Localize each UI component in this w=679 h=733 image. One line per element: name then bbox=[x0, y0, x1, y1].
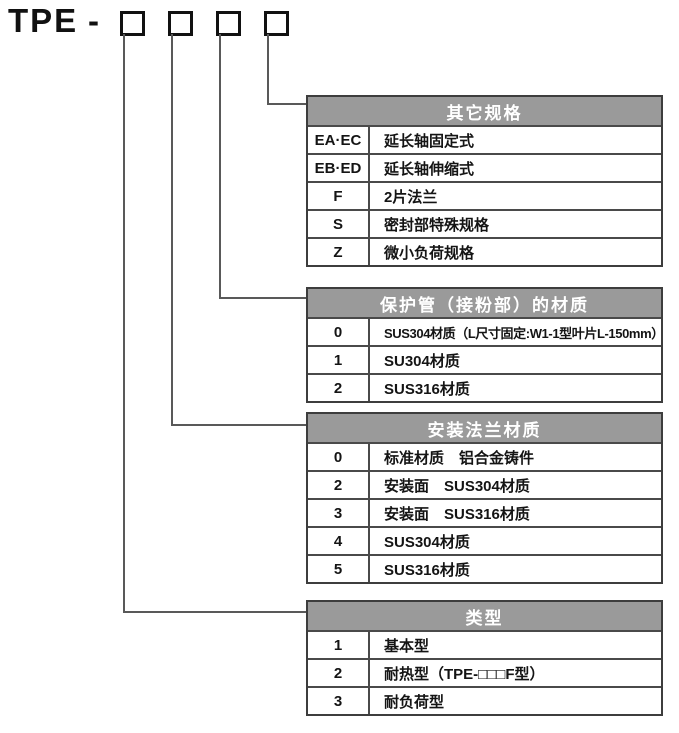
code-cell: EB·ED bbox=[308, 155, 370, 181]
code-cell: 2 bbox=[308, 472, 370, 498]
model-digit-box-3 bbox=[216, 11, 241, 36]
code-cell: 1 bbox=[308, 632, 370, 658]
connector-line-digit3-horizontal bbox=[219, 297, 306, 299]
code-cell: F bbox=[308, 183, 370, 209]
table-row: 3 耐负荷型 bbox=[308, 686, 661, 714]
table-row: S 密封部特殊规格 bbox=[308, 209, 661, 237]
description-cell: SUS304材质（L尺寸固定:W1-1型叶片L-150mm） bbox=[384, 325, 661, 341]
description-cell: SUS316材质 bbox=[384, 561, 470, 579]
table-row: 2 耐热型（TPE-□□□F型） bbox=[308, 658, 661, 686]
table-header: 安装法兰材质 bbox=[308, 414, 661, 442]
table-body: 1 基本型 2 耐热型（TPE-□□□F型） 3 耐负荷型 bbox=[308, 630, 661, 714]
table-row: 0 标准材质 铝合金铸件 bbox=[308, 442, 661, 470]
code-cell: EA·EC bbox=[308, 127, 370, 153]
table-row: 2 安装面 SUS304材质 bbox=[308, 470, 661, 498]
code-cell: 0 bbox=[308, 444, 370, 470]
code-cell: 3 bbox=[308, 688, 370, 714]
table-type: 类型 1 基本型 2 耐热型（TPE-□□□F型） 3 耐负荷型 bbox=[306, 600, 663, 716]
connector-line-digit1-horizontal bbox=[123, 611, 306, 613]
code-cell: Z bbox=[308, 239, 370, 265]
connector-line-digit2-horizontal bbox=[171, 424, 306, 426]
model-digit-box-4 bbox=[264, 11, 289, 36]
table-protection-tube-material: 保护管（接粉部）的材质 0 SUS304材质（L尺寸固定:W1-1型叶片L-150… bbox=[306, 287, 663, 403]
connector-line-digit1-vertical bbox=[123, 34, 125, 613]
table-row: F 2片法兰 bbox=[308, 181, 661, 209]
description-cell: 基本型 bbox=[384, 637, 430, 655]
table-row: 2 SUS316材质 bbox=[308, 373, 661, 401]
description-cell: 2片法兰 bbox=[384, 188, 438, 206]
table-row: 4 SUS304材质 bbox=[308, 526, 661, 554]
code-cell: 5 bbox=[308, 556, 370, 582]
model-digit-box-2 bbox=[168, 11, 193, 36]
code-cell: S bbox=[308, 211, 370, 237]
model-digit-box-1 bbox=[120, 11, 145, 36]
connector-line-digit2-vertical bbox=[171, 34, 173, 426]
code-cell: 0 bbox=[308, 319, 370, 345]
description-cell: 安装面 SUS304材质 bbox=[384, 477, 530, 495]
model-separator: - bbox=[88, 2, 99, 39]
description-cell: SUS316材质 bbox=[384, 380, 470, 398]
table-row: 0 SUS304材质（L尺寸固定:W1-1型叶片L-150mm） bbox=[308, 317, 661, 345]
table-row: Z 微小负荷规格 bbox=[308, 237, 661, 265]
table-body: EA·EC 延长轴固定式 EB·ED 延长轴伸缩式 F 2片法兰 S 密封部特殊规格 Z 微小负荷… bbox=[308, 125, 661, 265]
description-cell: 标准材质 铝合金铸件 bbox=[384, 449, 535, 467]
table-body: 0 SUS304材质（L尺寸固定:W1-1型叶片L-150mm） 1 SU304材质 2… bbox=[308, 317, 661, 401]
table-other-specs: 其它规格 EA·EC 延长轴固定式 EB·ED 延长轴伸缩式 F 2片法兰 S 密封部特殊规格… bbox=[306, 95, 663, 267]
table-header: 保护管（接粉部）的材质 bbox=[308, 289, 661, 317]
description-cell: 耐负荷型 bbox=[384, 693, 445, 711]
description-cell: 延长轴固定式 bbox=[384, 132, 475, 150]
model-prefix: TPE bbox=[8, 2, 79, 39]
table-header: 类型 bbox=[308, 602, 661, 630]
description-cell: 密封部特殊规格 bbox=[384, 216, 490, 234]
connector-line-digit4-horizontal bbox=[267, 103, 306, 105]
description-cell: 耐热型（TPE-□□□F型） bbox=[384, 665, 545, 683]
code-cell: 2 bbox=[308, 660, 370, 686]
code-cell: 3 bbox=[308, 500, 370, 526]
table-row: 1 SU304材质 bbox=[308, 345, 661, 373]
connector-line-digit3-vertical bbox=[219, 34, 221, 299]
table-row: 1 基本型 bbox=[308, 630, 661, 658]
table-row: EB·ED 延长轴伸缩式 bbox=[308, 153, 661, 181]
description-cell: 延长轴伸缩式 bbox=[384, 160, 475, 178]
code-cell: 4 bbox=[308, 528, 370, 554]
table-row: 3 安装面 SUS316材质 bbox=[308, 498, 661, 526]
description-cell: 微小负荷规格 bbox=[384, 244, 475, 262]
table-row: 5 SUS316材质 bbox=[308, 554, 661, 582]
table-header: 其它规格 bbox=[308, 97, 661, 125]
description-cell: SU304材质 bbox=[384, 352, 460, 370]
table-mounting-flange-material: 安装法兰材质 0 标准材质 铝合金铸件 2 安装面 SUS304材质 3 安装面 SUS3… bbox=[306, 412, 663, 584]
table-row: EA·EC 延长轴固定式 bbox=[308, 125, 661, 153]
code-cell: 2 bbox=[308, 375, 370, 401]
description-cell: SUS304材质 bbox=[384, 533, 470, 551]
description-cell: 安装面 SUS316材质 bbox=[384, 505, 530, 523]
code-cell: 1 bbox=[308, 347, 370, 373]
connector-line-digit4-vertical bbox=[267, 34, 269, 105]
